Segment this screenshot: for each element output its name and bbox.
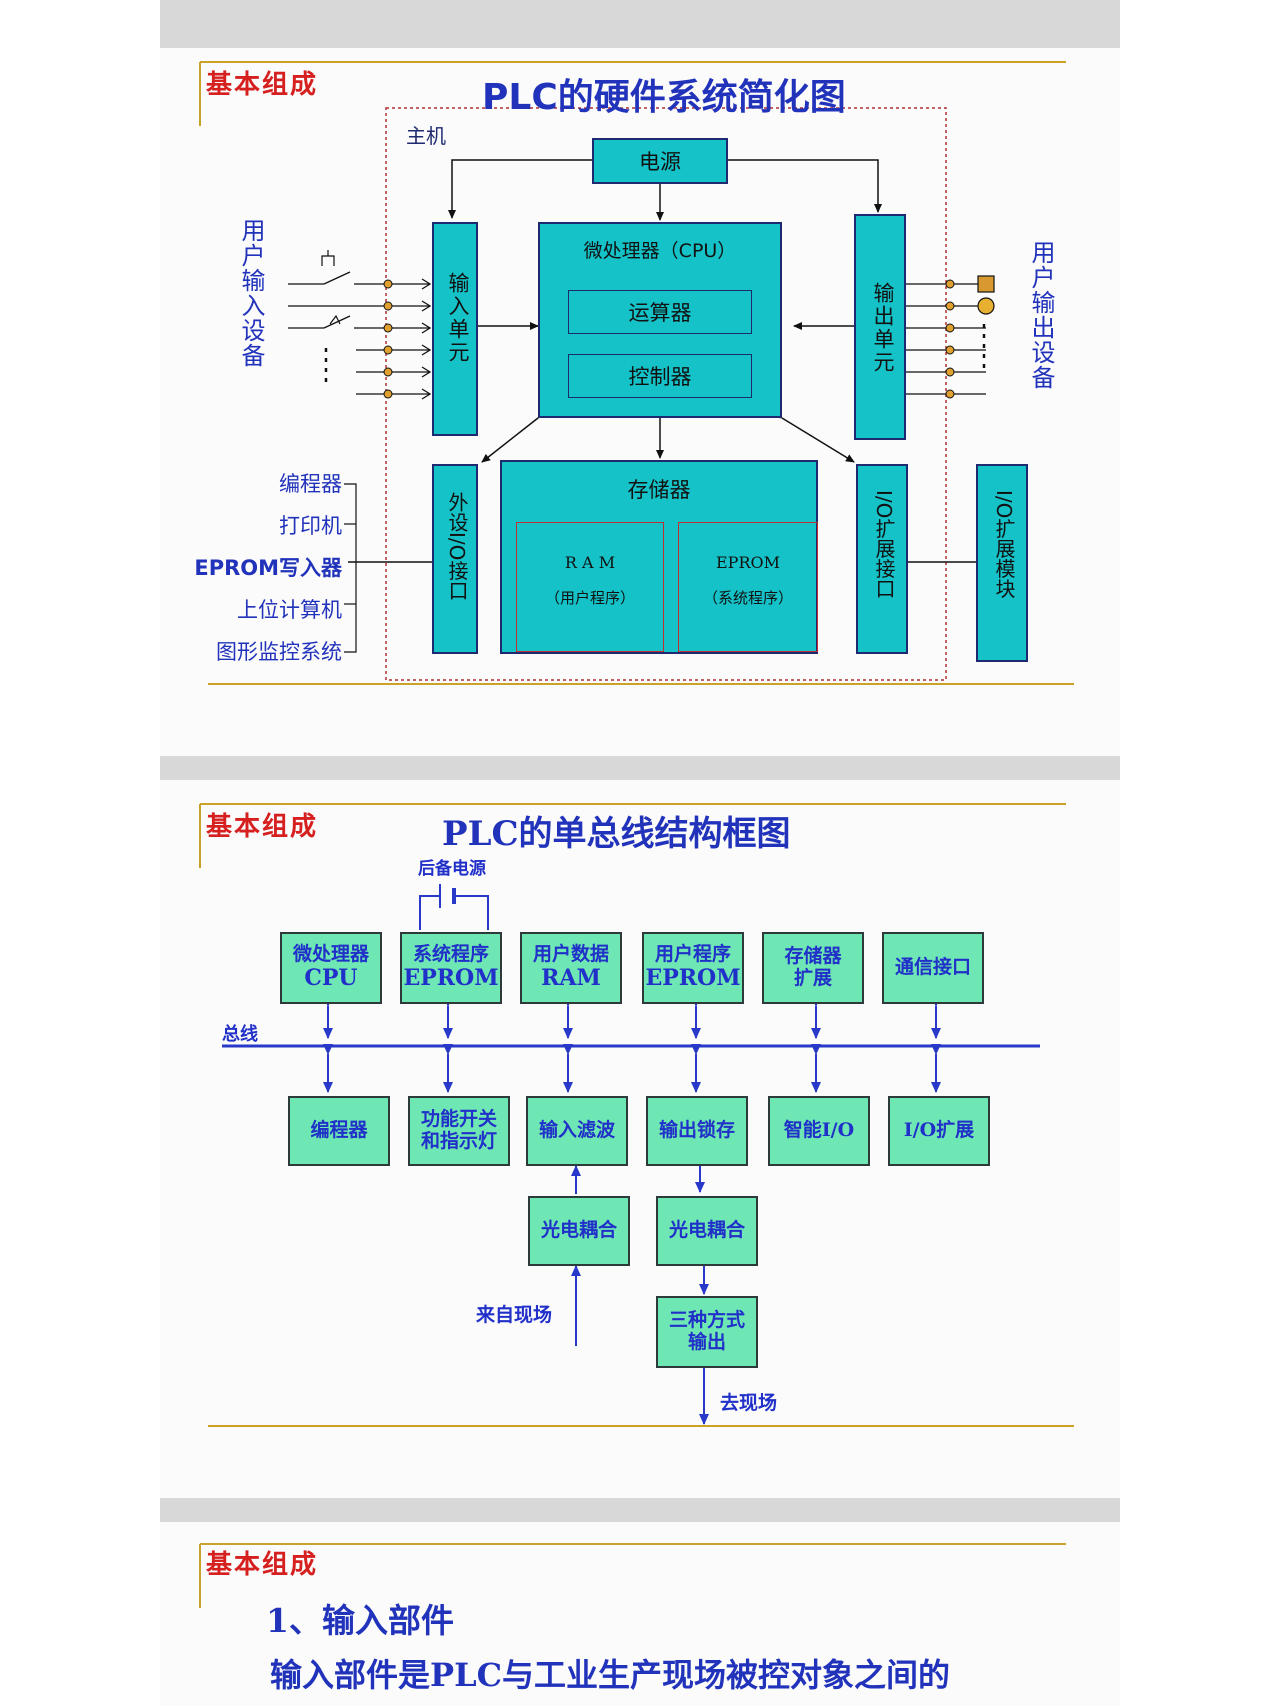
eprom-block: EPROM （系统程序）: [678, 522, 818, 652]
system-eprom-line2: EPROM: [403, 965, 499, 992]
ram-sub-label: （用户程序）: [544, 589, 635, 607]
opto-input-label: 光电耦合: [540, 1219, 617, 1242]
smart-io-line1: 智能I/O: [783, 1119, 855, 1142]
user-program-eprom-box: 用户程序 EPROM: [642, 932, 744, 1004]
peripheral-printer: 打印机: [279, 514, 342, 538]
three-mode-line2: 输出: [687, 1331, 726, 1353]
user-data-line1: 用户数据: [532, 943, 609, 966]
slide-input-components: 基本组成 1、输入部件 输入部件是PLC与工业生产现场被控对象之间的: [160, 1522, 1120, 1706]
io-ext-interface-label: I/O扩展接口: [872, 490, 896, 599]
user-data-ram-box: 用户数据 RAM: [520, 932, 622, 1004]
three-mode-line1: 三种方式: [668, 1309, 745, 1332]
io-ext-module-box: I/O扩展模块: [976, 464, 1028, 662]
bus-connections: [199, 803, 1074, 1427]
input-filter-box: 输入滤波: [526, 1096, 628, 1166]
controller-box: 控制器: [568, 354, 752, 398]
slide-bus-diagram: 基本组成 PLC的单总线结构框图 后备电源 总线 微处理器 CPU 系统程序 E…: [160, 780, 1120, 1498]
section-tag: 基本组成: [206, 70, 319, 100]
from-field-label: 来自现场: [476, 1304, 553, 1326]
cpu-box: 微处理器 CPU: [280, 932, 382, 1004]
slide-hardware-diagram: 基本组成 PLC的硬件系统简化图 主机 电源 微处理器（CPU） 运算器 控制器…: [160, 48, 1120, 756]
peripheral-host-computer: 上位计算机: [237, 598, 342, 622]
input-unit-box: 输入单元: [432, 222, 478, 436]
switch-indicator-line1: 功能开关: [420, 1108, 497, 1131]
alu-box: 运算器: [568, 290, 752, 334]
cpu-label: 微处理器（CPU）: [583, 240, 737, 262]
opto-coupler-input-box: 光电耦合: [528, 1196, 630, 1266]
peripheral-io-label: 外设I/O接口: [445, 492, 469, 601]
eprom-sub-label: （系统程序）: [702, 589, 793, 607]
section-heading: 1、输入部件: [266, 1601, 454, 1640]
three-mode-output-box: 三种方式 输出: [656, 1296, 758, 1368]
switch-indicator-line2: 和指示灯: [420, 1130, 497, 1152]
memory-expansion-box: 存储器 扩展: [762, 932, 864, 1004]
hardware-connections: [199, 61, 1074, 685]
ram-block: R A M （用户程序）: [516, 522, 664, 652]
peripheral-programmer: 编程器: [279, 472, 342, 496]
output-unit-label: 输出单元: [871, 282, 895, 374]
io-expansion-box: I/O扩展: [888, 1096, 990, 1166]
opto-coupler-output-box: 光电耦合: [656, 1196, 758, 1266]
input-unit-label: 输入单元: [446, 272, 470, 364]
slide3-decoration: [199, 1543, 1066, 1608]
cpu-box: 微处理器（CPU） 运算器 控制器: [538, 222, 782, 418]
smart-io-box: 智能I/O: [768, 1096, 870, 1166]
output-load-lines: [892, 275, 995, 400]
input-filter-line1: 输入滤波: [538, 1119, 615, 1142]
memory-expansion-line1: 存储器: [784, 945, 842, 968]
io-expansion-line1: I/O扩展: [903, 1119, 975, 1142]
page-title: PLC的单总线结构框图: [442, 814, 791, 854]
memory-label: 存储器: [627, 478, 691, 502]
programmer-box: 编程器: [288, 1096, 390, 1166]
memory-box: 存储器 R A M （用户程序） EPROM （系统程序）: [500, 460, 818, 654]
body-paragraph: 输入部件是PLC与工业生产现场被控对象之间的: [270, 1656, 951, 1694]
io-ext-module-label: I/O扩展模块: [992, 490, 1016, 599]
host-label: 主机: [406, 124, 446, 148]
section-tag: 基本组成: [206, 1550, 319, 1580]
user-output-devices-label: 用户输出设备: [1027, 240, 1055, 390]
input-switch-lines: [288, 250, 432, 400]
system-eprom-line1: 系统程序: [412, 943, 489, 966]
output-unit-box: 输出单元: [854, 214, 906, 440]
cpu-box-line1: 微处理器: [292, 943, 369, 966]
memory-expansion-line2: 扩展: [793, 967, 832, 989]
comm-interface-box: 通信接口: [882, 932, 984, 1004]
page-title: PLC的硬件系统简化图: [482, 77, 846, 118]
user-program-line1: 用户程序: [654, 943, 731, 966]
slide-separator: [160, 756, 1120, 780]
peripheral-io-box: 外设I/O接口: [432, 464, 478, 654]
opto-output-label: 光电耦合: [668, 1219, 745, 1242]
output-latch-line1: 输出锁存: [658, 1119, 735, 1142]
backup-power-label: 后备电源: [418, 859, 486, 879]
slide-separator: [160, 0, 1120, 48]
to-field-label: 去现场: [720, 1392, 778, 1414]
programmer-line1: 编程器: [310, 1119, 368, 1142]
user-program-line2: EPROM: [645, 965, 741, 992]
ram-label: R A M: [564, 553, 616, 572]
power-box: 电源: [592, 138, 728, 184]
system-eprom-box: 系统程序 EPROM: [400, 932, 502, 1004]
peripheral-eprom-writer: EPROM写入器: [194, 556, 342, 580]
bus-label: 总线: [222, 1024, 258, 1045]
slide-separator: [160, 1498, 1120, 1522]
cpu-box-line2: CPU: [304, 965, 358, 992]
comm-interface-line1: 通信接口: [894, 956, 971, 979]
user-data-line2: RAM: [541, 965, 601, 992]
section-tag: 基本组成: [206, 812, 319, 842]
io-ext-interface-box: I/O扩展接口: [856, 464, 908, 654]
eprom-label: EPROM: [716, 553, 780, 572]
user-input-devices-label: 用户输入设备: [237, 218, 265, 368]
peripheral-graphic-monitor: 图形监控系统: [216, 640, 342, 664]
switch-indicator-box: 功能开关 和指示灯: [408, 1096, 510, 1166]
output-latch-box: 输出锁存: [646, 1096, 748, 1166]
